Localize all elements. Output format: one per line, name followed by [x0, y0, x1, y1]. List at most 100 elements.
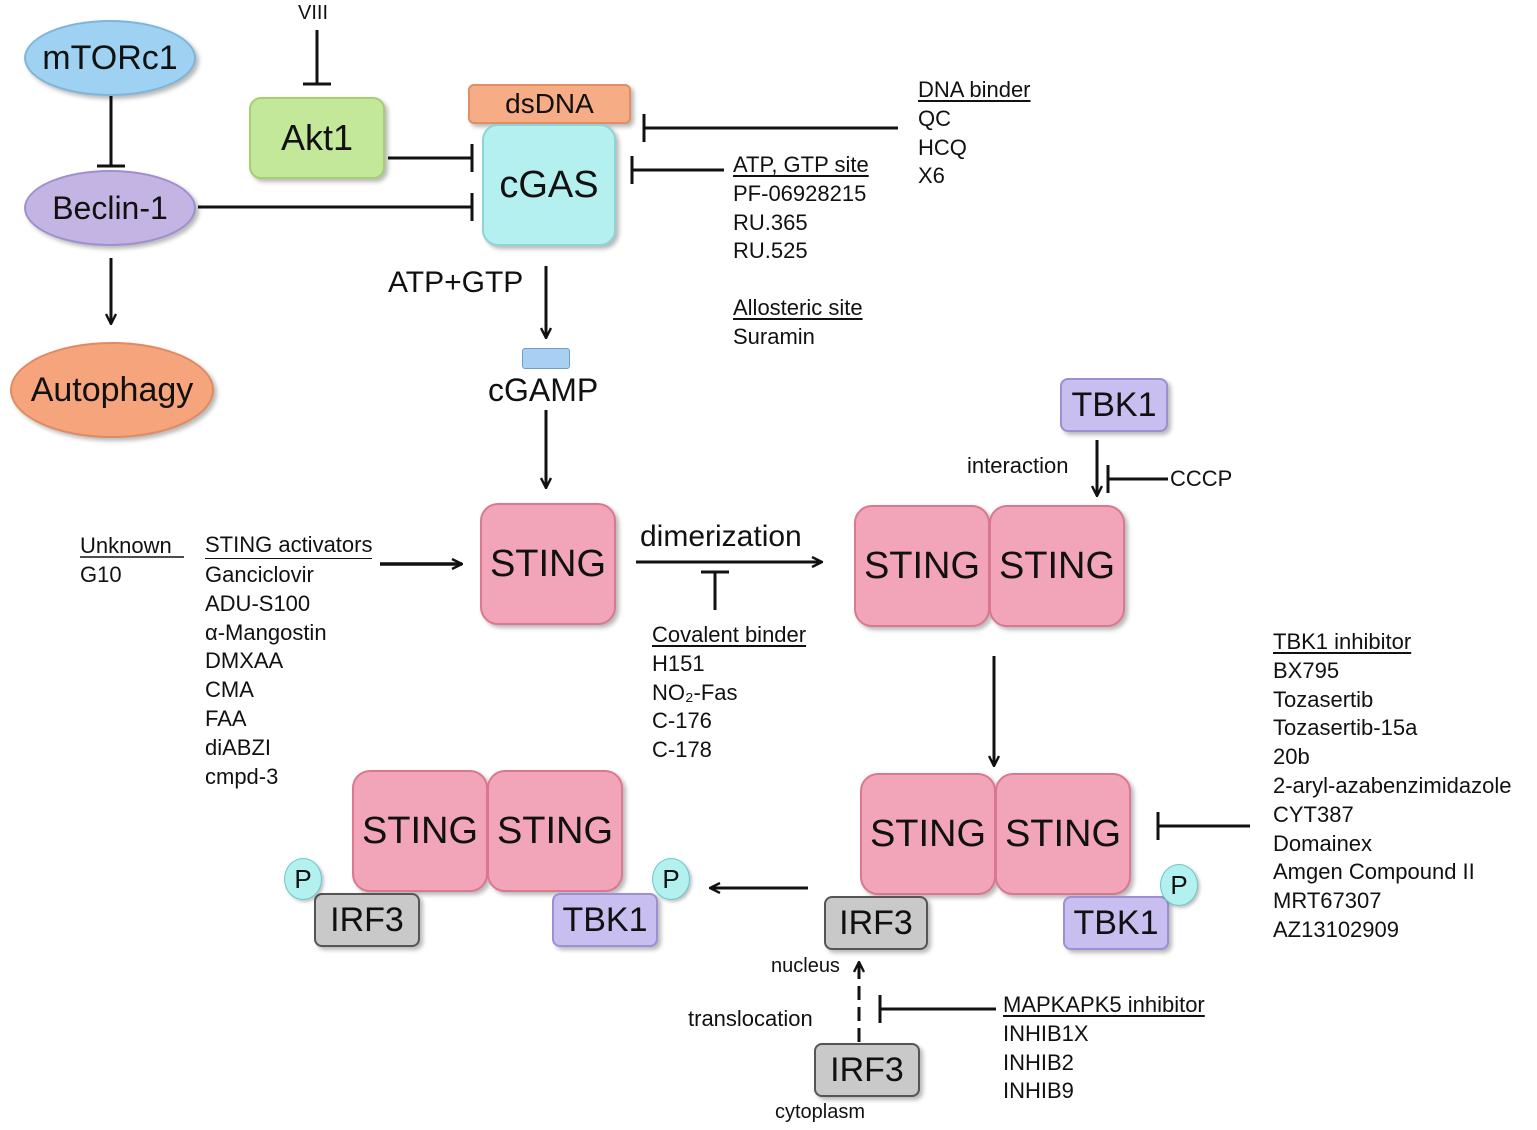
viii-inhibits-akt1-edge: [303, 30, 331, 86]
beclin1-node: Beclin-1: [24, 170, 196, 246]
dna-binder-item: HCQ: [918, 134, 967, 160]
covalent-binder-inhibits-dimerization-edge: [701, 570, 729, 610]
phospho-tbk1-node: TBK1: [552, 893, 658, 947]
akt1-label: Akt1: [280, 117, 354, 158]
atp-gtp-site-item: RU.525: [733, 238, 808, 264]
dna-binder-item: X6: [918, 163, 945, 189]
unknown-item: G10: [80, 561, 122, 587]
tbk1-inhibitor-item: 2-aryl-azabenzimidazole: [1273, 772, 1512, 798]
autophagy-node: Autophagy: [10, 342, 214, 438]
sting-activator-item: DMXAA: [205, 648, 284, 674]
covalent-binder-item: C-178: [652, 737, 712, 763]
tbk1-inhibitor-header: TBK1 inhibitor: [1273, 629, 1412, 654]
sting-activator-item: cmpd-3: [205, 763, 279, 789]
phospho-irf3-phospho-marker: P: [284, 858, 322, 900]
mapkapk5-inhibitor-header: MAPKAPK5 inhibitor: [1003, 992, 1205, 1017]
atp-gtp-site-item: PF-06928215: [733, 180, 867, 206]
tbk1-inhibitor-item: Tozasertib: [1273, 686, 1374, 712]
complex-irf3-node: IRF3: [824, 896, 928, 950]
tbk1-inhibitor-item: Amgen Compound II: [1273, 859, 1475, 885]
tbk1-inhibitor-list: TBK1 inhibitor BX795 Tozasertib Tozasert…: [1273, 628, 1511, 945]
cccp-inhibits-interaction-edge: [1106, 465, 1168, 493]
tbk1-inhibitor-item: BX795: [1273, 657, 1340, 683]
beclin1-inhibits-cgas-edge: [198, 193, 474, 221]
beclin1-label: Beclin-1: [52, 189, 168, 226]
sting-activator-item: FAA: [205, 705, 247, 731]
sting-label: STING: [361, 809, 479, 852]
cgas-label: cGAS: [499, 163, 599, 206]
tbk1-inhibitor-item: CYT387: [1273, 801, 1354, 827]
cgamp-marker: [522, 348, 570, 369]
cgamp-label: cGAMP: [488, 372, 599, 408]
cytoplasm-label: cytoplasm: [775, 1101, 866, 1123]
allosteric-site-item: Suramin: [733, 323, 815, 349]
tbk1-label: TBK1: [562, 900, 648, 939]
mapkapk5-inhibitor-item: INHIB2: [1003, 1049, 1074, 1075]
phospho-label: P: [662, 863, 680, 894]
phospho-label: P: [294, 863, 312, 894]
complex-tbk1-node: TBK1: [1063, 896, 1169, 950]
sting-dimer-left-node: STING: [854, 505, 990, 627]
sting-activator-item: α-Mangostin: [205, 619, 327, 645]
covalent-binder-item: H151: [652, 650, 705, 676]
tbk1-inhibitor-item: Domainex: [1273, 830, 1373, 856]
akt1-inhibits-cgas-edge: [388, 144, 474, 172]
mapkapk5-inhibitor-list: MAPKAPK5 inhibitor INHIB1X INHIB2 INHIB9: [1003, 991, 1205, 1106]
mtorc1-node: mTORc1: [24, 20, 196, 96]
allosteric-site-list: Allosteric site Suramin: [733, 294, 863, 352]
mapkapk5-inhibitor-item: INHIB1X: [1003, 1020, 1089, 1046]
tbk1-inhibitor-item: AZ13102909: [1273, 916, 1399, 942]
mapkapk5-inhibitor-item: INHIB9: [1003, 1078, 1074, 1104]
akt1-node: Akt1: [249, 97, 385, 179]
dna-binder-list: DNA binder QC HCQ X6: [918, 76, 1031, 191]
viii-label: VIII: [298, 2, 329, 24]
covalent-binder-list: Covalent binder H151 NO₂-Fas C-176 C-178: [652, 621, 806, 765]
complex-tbk1-phospho-marker: P: [1160, 864, 1198, 906]
sting-label: STING: [489, 542, 607, 585]
phospho-tbk1-phospho-marker: P: [652, 858, 690, 900]
unknown-header: Unknown: [80, 533, 172, 558]
sting-label: STING: [863, 544, 981, 587]
atp-gtp-site-header: ATP, GTP site: [733, 152, 869, 177]
dna-binder-item: QC: [918, 105, 951, 131]
dsdna-node: dsDNA: [468, 84, 631, 124]
nucleus-label: nucleus: [771, 955, 840, 977]
translocation-label: translocation: [688, 1006, 813, 1031]
sting-activator-item: diABZI: [205, 734, 272, 760]
sting-label: STING: [1004, 812, 1122, 855]
unknown-list: Unknown G10: [80, 532, 172, 590]
dna-binder-header: DNA binder: [918, 77, 1031, 102]
tbk1-inhibitor-item: MRT67307: [1273, 888, 1382, 914]
mapkapk5-inhibits-translocation-edge: [878, 995, 996, 1023]
phospho-sting-right-node: STING: [487, 770, 623, 892]
sting-activator-item: Ganciclovir: [205, 562, 314, 587]
autophagy-label: Autophagy: [30, 370, 194, 409]
atp-gtp-site-inhibits-cgas-edge: [630, 156, 724, 184]
sting-label: STING: [869, 812, 987, 855]
tbk1-label: TBK1: [1073, 903, 1159, 942]
tbk1-inhibitor-item: Tozasertib-15a: [1273, 715, 1418, 741]
sting-activator-item: ADU-S100: [205, 590, 311, 616]
covalent-binder-item: NO₂-Fas: [652, 679, 738, 705]
irf3-label: IRF3: [830, 1050, 904, 1089]
tbk1-label: TBK1: [1071, 385, 1157, 424]
irf3-label: IRF3: [330, 900, 404, 939]
sting-monomer-node: STING: [480, 503, 616, 625]
dsdna-label: dsDNA: [505, 88, 594, 119]
complex-sting-left-node: STING: [860, 773, 996, 895]
complex-sting-right-node: STING: [995, 773, 1131, 895]
sting-label: STING: [998, 544, 1116, 587]
mtorc1-label: mTORc1: [42, 38, 178, 77]
sting-dimer-right-node: STING: [989, 505, 1125, 627]
cgas-node: cGAS: [482, 124, 616, 246]
atp-gtp-label: ATP+GTP: [388, 266, 524, 299]
covalent-binder-item: C-176: [652, 708, 712, 734]
dimerization-label: dimerization: [640, 520, 802, 553]
cccp-label: CCCP: [1170, 466, 1233, 491]
tbk1-inhibitor-inhibits-complex-edge: [1156, 812, 1250, 840]
interaction-label: interaction: [967, 453, 1069, 478]
phospho-irf3-node: IRF3: [314, 893, 420, 947]
cytoplasm-irf3-node: IRF3: [814, 1043, 920, 1097]
atp-gtp-site-list: ATP, GTP site PF-06928215 RU.365 RU.525: [733, 151, 869, 266]
